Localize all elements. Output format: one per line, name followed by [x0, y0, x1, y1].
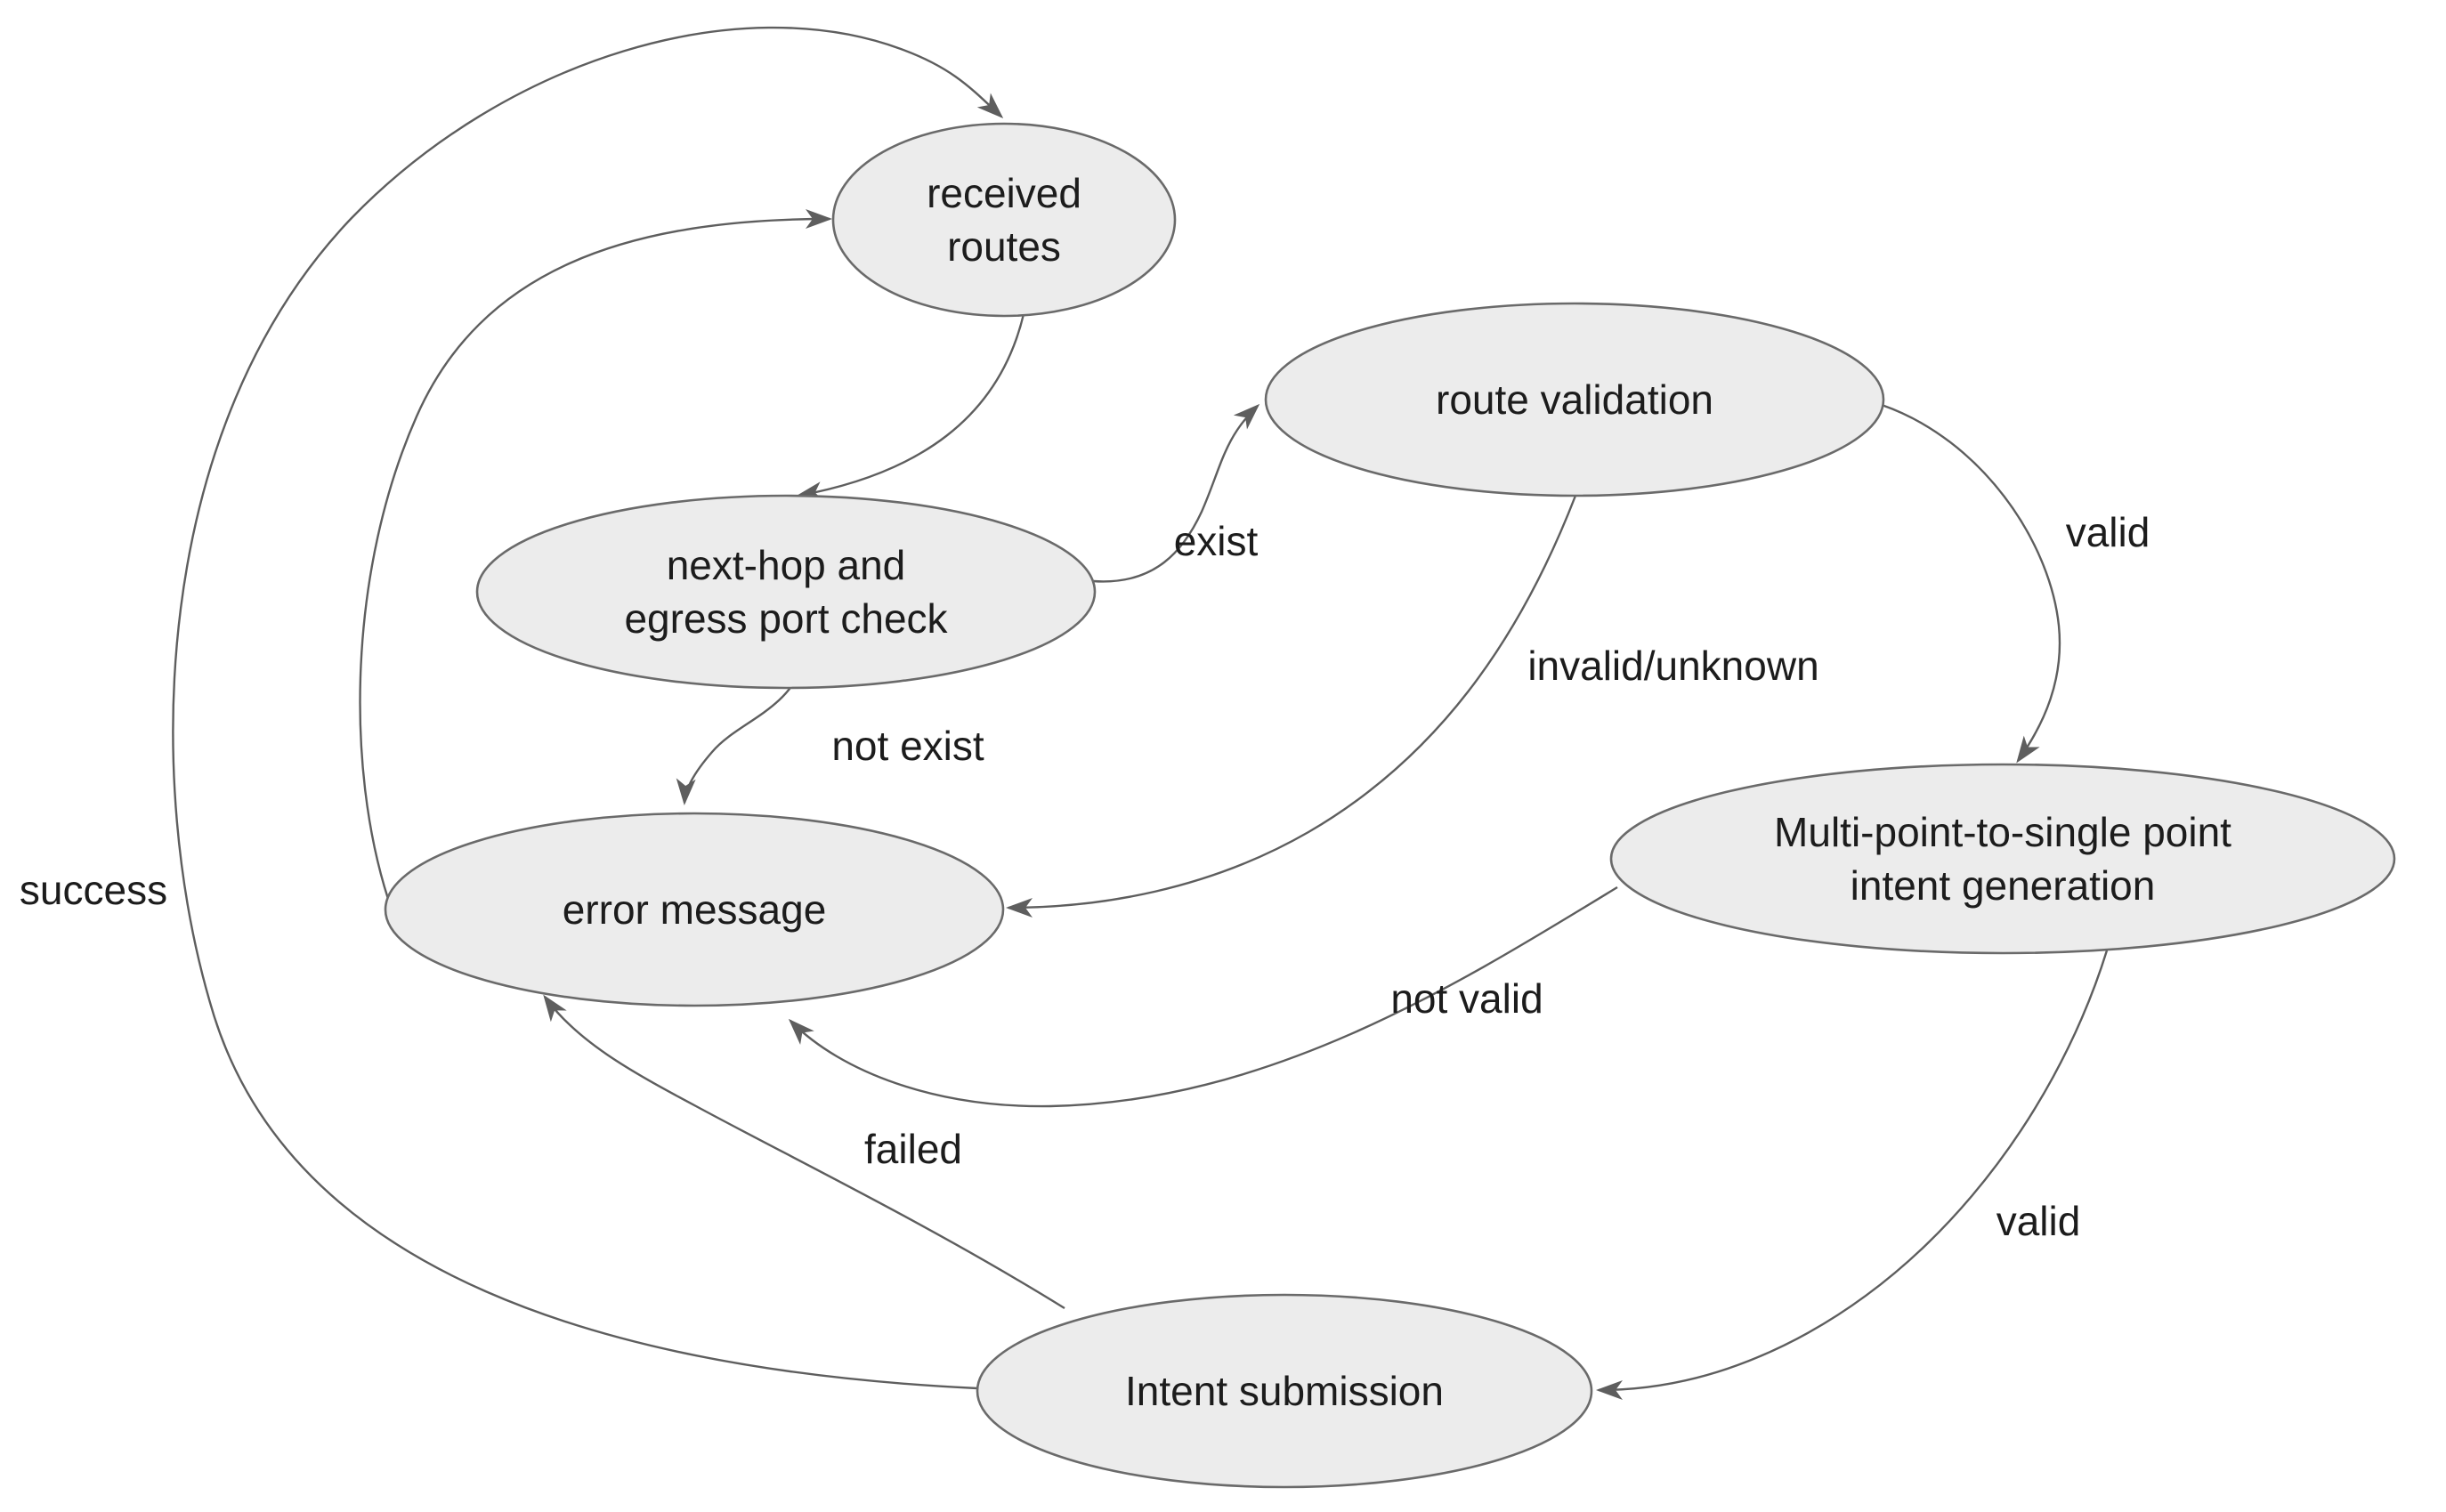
edge-intent-submission-to-received-routes — [172, 27, 1004, 1390]
edge-labels-layer: success exist not exist valid invalid/unknow… — [20, 509, 2150, 1244]
node-shape-multi-point-intent-generation — [1609, 763, 2396, 955]
edge-label-multi-point-to-intent-submission: valid — [1996, 1198, 2081, 1244]
edge-next-hop-to-error-message — [676, 665, 805, 805]
edge-received-routes-to-next-hop — [796, 313, 1025, 501]
edge-intent-submission-to-error-message — [543, 994, 1065, 1310]
edge-multi-point-to-error-message — [788, 885, 1618, 1108]
node-shape-received-routes — [831, 122, 1177, 318]
node-shape-intent-submission — [976, 1293, 1593, 1489]
node-shape-route-validation — [1264, 302, 1885, 497]
edges-layer — [172, 27, 2109, 1400]
edge-label-next-hop-to-error-message: not exist — [831, 723, 984, 769]
edge-route-validation-to-multi-point — [1881, 403, 2061, 764]
edge-label-next-hop-to-route-validation: exist — [1174, 518, 1259, 564]
node-label-route-validation: route validation — [1436, 376, 1713, 423]
edge-multi-point-to-intent-submission — [1596, 950, 2109, 1400]
node-label-error-message: error message — [563, 886, 827, 933]
edge-next-hop-to-route-validation — [1092, 403, 1260, 583]
node-error-message: error message — [384, 812, 1005, 1007]
node-route-validation: route validation — [1264, 302, 1885, 497]
edge-label-intent-submission-to-error-message: failed — [864, 1126, 962, 1172]
node-shape-next-hop-egress-port-check — [475, 494, 1097, 690]
edge-label-route-validation-to-error-message: invalid/unknown — [1527, 643, 1818, 689]
edge-label-intent-submission-to-received-routes: success — [20, 867, 167, 913]
node-label-intent-submission: Intent submission — [1125, 1368, 1444, 1414]
edge-error-message-to-received-routes — [359, 209, 832, 900]
edge-label-multi-point-to-error-message: not valid — [1390, 975, 1543, 1022]
node-intent-submission: Intent submission — [976, 1293, 1593, 1489]
edge-route-validation-to-error-message — [1006, 495, 1577, 918]
node-shape-error-message — [384, 812, 1005, 1007]
edge-label-route-validation-to-multi-point: valid — [2066, 509, 2150, 555]
